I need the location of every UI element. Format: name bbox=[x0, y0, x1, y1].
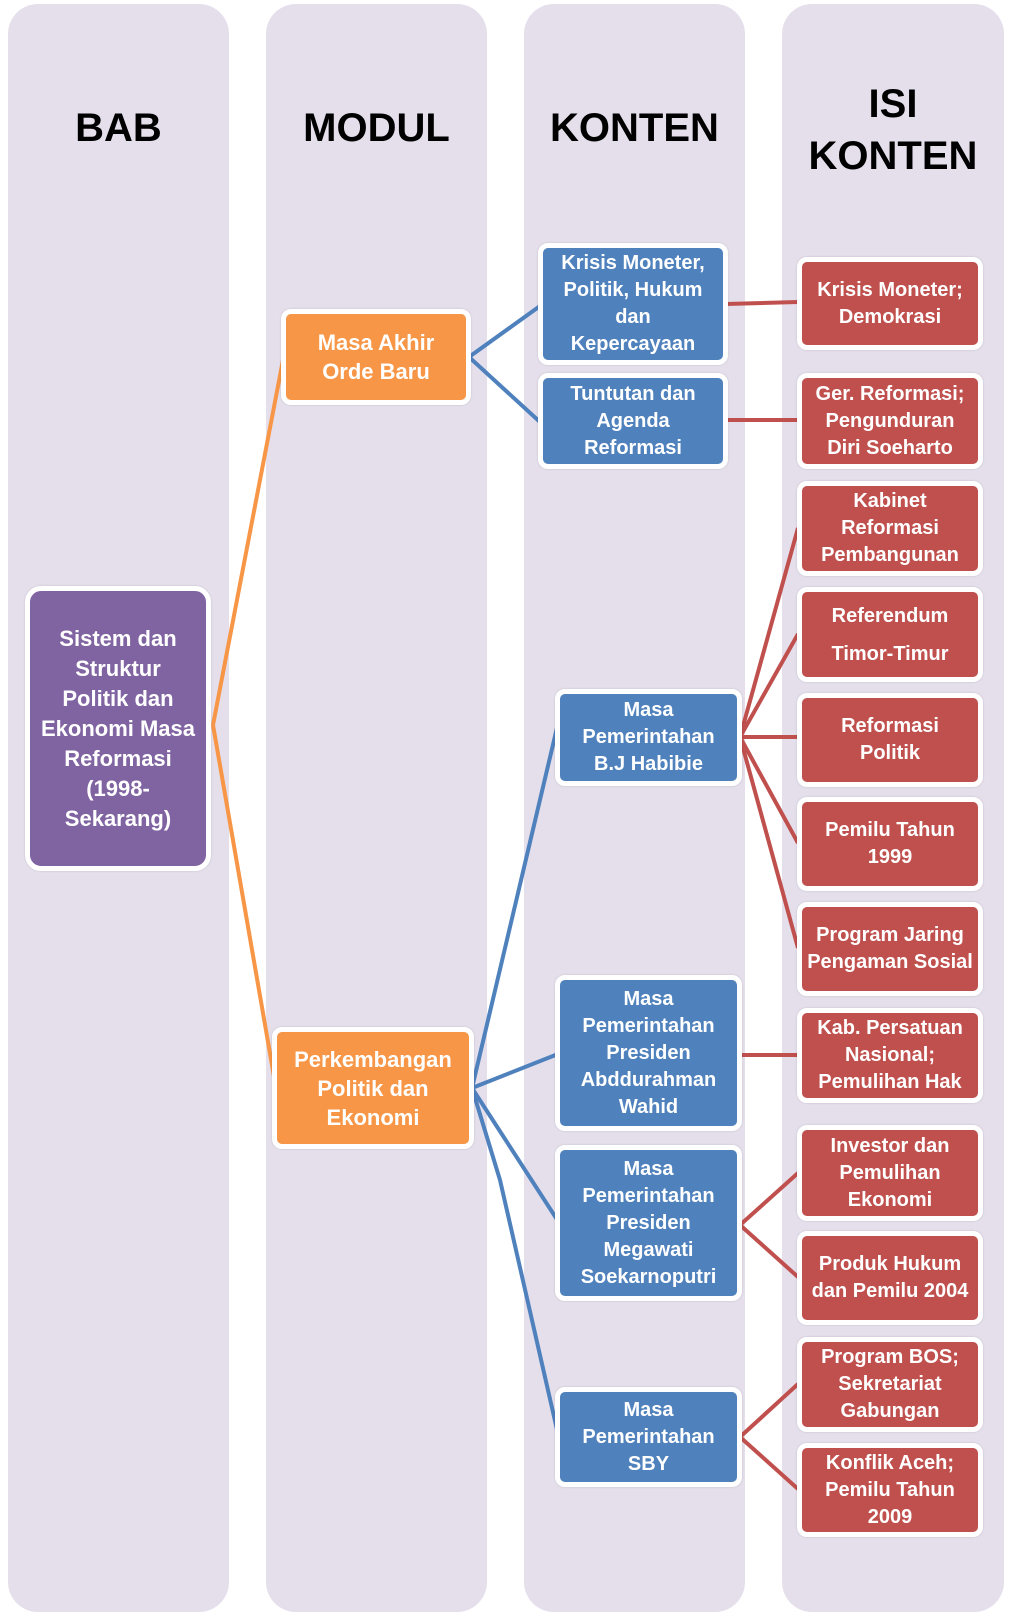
isi-node-reformasi-politik[interactable]: Reformasi Politik bbox=[797, 693, 983, 787]
konten-node-habibie[interactable]: Masa Pemerintahan B.J Habibie bbox=[555, 689, 742, 786]
connector-megawati-produk bbox=[738, 1223, 800, 1279]
konten-node-label: Krisis Moneter, Politik, Hukum dan Keper… bbox=[561, 252, 705, 355]
isi-node-program-bos[interactable]: Program BOS; Sekretariat Gabungan bbox=[797, 1337, 983, 1432]
connector-masa-akhir-tuntutan bbox=[467, 355, 542, 424]
bab-node[interactable]: Sistem dan Struktur Politik dan Ekonomi … bbox=[25, 586, 211, 871]
bab-node-label: Sistem dan Struktur Politik dan Ekonomi … bbox=[40, 625, 196, 831]
isi-node-label: Konflik Aceh; Pemilu Tahun 2009 bbox=[825, 1451, 955, 1528]
connector-krisis-isi bbox=[725, 300, 799, 306]
connector-sby-bos bbox=[738, 1382, 800, 1439]
isi-node-label: Produk Hukum dan Pemilu 2004 bbox=[811, 1253, 969, 1302]
connector-perkembangan-wahid bbox=[471, 1052, 559, 1090]
isi-node-jaring-pengaman[interactable]: Program Jaring Pengaman Sosial bbox=[797, 902, 983, 996]
connector-bab-masa-akhir bbox=[211, 359, 285, 726]
modul-node-masa-akhir-orde-baru[interactable]: Masa Akhir Orde Baru bbox=[281, 309, 471, 405]
isi-node-ger-reformasi[interactable]: Ger. Reformasi; Pengunduran Diri Soehart… bbox=[797, 373, 983, 469]
konten-node-label: Masa Pemerintahan B.J Habibie bbox=[582, 699, 715, 775]
column-title-konten: KONTEN bbox=[550, 106, 719, 150]
isi-node-label: Program BOS; Sekretariat Gabungan bbox=[821, 1346, 959, 1422]
isi-node-label: Ger. Reformasi; Pengunduran Diri Soehart… bbox=[815, 382, 965, 459]
isi-node-produk-hukum[interactable]: Produk Hukum dan Pemilu 2004 bbox=[797, 1231, 983, 1325]
isi-node-konflik-aceh[interactable]: Konflik Aceh; Pemilu Tahun 2009 bbox=[797, 1443, 983, 1537]
isi-node-kab-persatuan[interactable]: Kab. Persatuan Nasional; Pemulihan Hak bbox=[797, 1008, 983, 1103]
column-title-isi-konten: ISI KONTEN bbox=[808, 82, 978, 178]
isi-node-kabinet[interactable]: Kabinet Reformasi Pembangunan bbox=[797, 481, 983, 576]
column-modul: MODUL bbox=[266, 4, 487, 1612]
isi-node-label: Referendum Timor-Timur bbox=[831, 604, 949, 665]
konten-node-krisis[interactable]: Krisis Moneter, Politik, Hukum dan Keper… bbox=[538, 243, 728, 365]
isi-node-pemilu-1999[interactable]: Pemilu Tahun 1999 bbox=[797, 797, 983, 891]
konten-node-label: Masa Pemerintahan Presiden Megawati Soek… bbox=[580, 1157, 717, 1288]
modul-node-label: Perkembangan Politik dan Ekonomi bbox=[294, 1046, 452, 1130]
isi-node-label: Kabinet Reformasi Pembangunan bbox=[821, 490, 959, 566]
konten-node-megawati[interactable]: Masa Pemerintahan Presiden Megawati Soek… bbox=[555, 1145, 742, 1301]
modul-node-label: Masa Akhir Orde Baru bbox=[317, 330, 435, 384]
connector-masa-akhir-krisis bbox=[467, 304, 542, 359]
isi-node-label: Program Jaring Pengaman Sosial bbox=[807, 924, 973, 973]
konten-node-wahid[interactable]: Masa Pemerintahan Presiden Abddurahman W… bbox=[555, 975, 742, 1131]
isi-node-label: Reformasi Politik bbox=[841, 715, 939, 764]
konten-node-label: Masa Pemerintahan Presiden Abddurahman W… bbox=[580, 987, 717, 1118]
connector-habibie-jaring bbox=[738, 736, 800, 949]
connector-perkembangan-habibie bbox=[470, 714, 562, 1089]
isi-node-krisis-moneter[interactable]: Krisis Moneter; Demokrasi bbox=[797, 257, 983, 350]
isi-node-label: Krisis Moneter; Demokrasi bbox=[817, 278, 963, 328]
konten-node-tuntutan[interactable]: Tuntutan dan Agenda Reformasi bbox=[538, 373, 728, 469]
konten-node-sby[interactable]: Masa Pemerintahan SBY bbox=[555, 1387, 742, 1487]
isi-node-referendum[interactable]: Referendum Timor-Timur bbox=[797, 587, 983, 682]
konten-node-label: Masa Pemerintahan SBY bbox=[582, 1398, 715, 1475]
column-title-modul: MODUL bbox=[303, 106, 450, 150]
konten-node-label: Tuntutan dan Agenda Reformasi bbox=[570, 382, 696, 459]
column-title-bab: BAB bbox=[75, 106, 162, 150]
connector-sby-aceh bbox=[738, 1435, 800, 1491]
isi-node-label: Kab. Persatuan Nasional; Pemulihan Hak bbox=[817, 1017, 963, 1093]
connector-habibie-pemilu bbox=[738, 736, 800, 844]
connector-perkembangan-sby bbox=[470, 1087, 560, 1435]
connector-bab-perkembangan bbox=[211, 724, 278, 1089]
connector-habibie-referendum bbox=[738, 633, 800, 738]
isi-node-investor[interactable]: Investor dan Pemulihan Ekonomi bbox=[797, 1125, 983, 1221]
connector-perkembangan-megawati bbox=[470, 1086, 560, 1223]
isi-node-label: Pemilu Tahun 1999 bbox=[825, 819, 955, 868]
modul-node-perkembangan-politik-ekonomi[interactable]: Perkembangan Politik dan Ekonomi bbox=[272, 1027, 474, 1149]
connector-megawati-investor bbox=[738, 1171, 800, 1227]
connector-habibie-kabinet bbox=[738, 527, 800, 738]
isi-node-label: Investor dan Pemulihan Ekonomi bbox=[830, 1134, 950, 1211]
